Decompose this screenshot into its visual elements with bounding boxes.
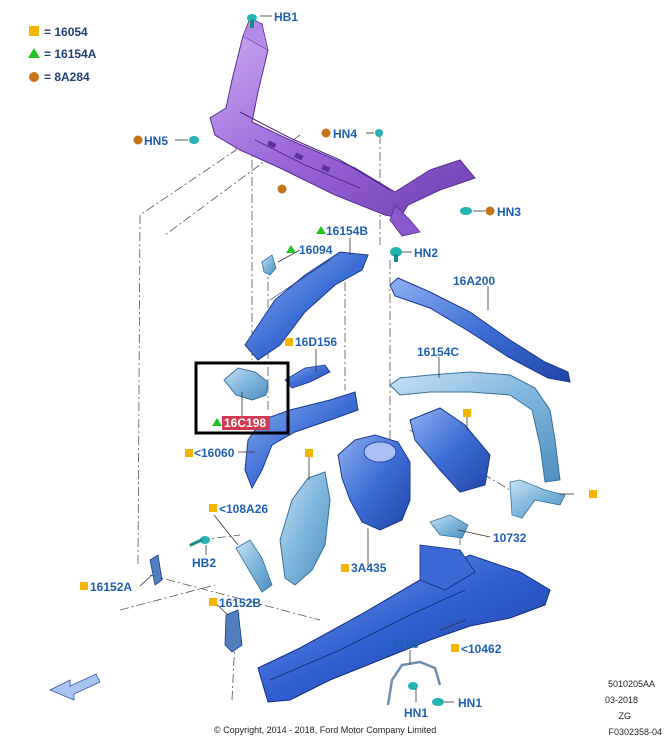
label-16a200: 16A200 [453,274,495,288]
label-16060: <16060 [194,446,235,460]
triangle-marker-icon [28,48,40,58]
bolt-icon [375,129,383,137]
upper-frame-part [209,17,476,237]
label-16c198: 16C198 [224,416,266,430]
label-3a435: 3A435 [351,561,387,575]
bracket-16152a-part [149,554,163,586]
fasteners [189,14,472,706]
triangle-marker-icon [212,418,222,426]
bracket-108a26-part [235,539,273,593]
square-marker-icon [463,409,471,417]
square-marker-icon [185,449,193,457]
leader-lines [139,15,574,703]
shock-tower-part [337,434,411,531]
rail-16a200-part [389,277,571,383]
square-marker-icon [305,449,313,457]
assembly-line [231,639,236,701]
square-marker-icon [29,26,39,36]
label-10462: <10462 [461,642,502,656]
bolt-icon [460,207,472,215]
label-hb2: HB2 [192,556,216,570]
circle-marker-icon [277,184,287,194]
label-16152b: 16152B [219,596,261,610]
label-hn4: HN4 [333,127,357,141]
copyright-text: © Copyright, 2014 - 2018, Ford Motor Com… [214,725,436,735]
highlight-label-background [222,416,270,430]
bolt-icon [247,14,257,28]
assembly-line [149,574,321,621]
square-marker-icon [285,338,293,346]
label-16152a: 16152A [90,580,132,594]
part-labels: HB1 HN5 HN4 HN3 16154B 16094 HN2 16A200 … [90,10,527,720]
bracket-16c198-part [223,367,269,401]
label-hn1-lower: HN1 [404,706,428,720]
bolt-icon [189,136,199,144]
frame-rail-part [257,544,551,703]
bracket-16154c-part [389,371,561,483]
bracket-10732-part [409,407,491,539]
square-marker-icon [80,582,88,590]
bracket-16152b-part [224,609,243,653]
circle-marker-icon [485,206,495,216]
square-marker-icon [341,564,349,572]
label-hn2: HN2 [414,246,438,260]
label-hn5: HN5 [144,134,168,148]
label-16d156: 16D156 [295,335,337,349]
info-line-2: 03-2018 [605,695,638,705]
bracket-right-part [509,479,566,519]
info-line-3: ZG [619,711,632,721]
assembly-line [119,584,216,611]
square-marker-icon [451,644,459,652]
apron-upper-part [244,251,369,361]
legend-label-16054: = 16054 [44,25,88,39]
label-16094: 16094 [299,243,333,257]
markers [80,128,597,652]
bolt-icon [408,682,418,690]
circle-marker-icon [321,128,331,138]
info-line-1: 5010205AA [608,679,655,689]
triangle-marker-icon [286,245,296,253]
legend-label-16154a: = 16154A [44,47,97,61]
triangle-marker-icon [316,226,326,234]
label-hb1: HB1 [274,10,298,24]
label-10732: 10732 [493,531,527,545]
label-8186: 8186 [392,637,419,651]
assembly-line [164,134,301,236]
legend: = 16054 = 16154A = 8A284 [28,25,97,84]
bolt-icon [189,536,210,547]
bracket-16094-part [261,254,277,276]
info-line-4: F0302358-04 [608,727,662,737]
assembly-lines [119,24,511,701]
circle-marker-icon [29,72,39,82]
label-16154c: 16154C [417,345,459,359]
inner-panel-part [279,471,331,586]
square-marker-icon [589,490,597,498]
bracket-16d156-part [284,364,331,389]
square-marker-icon [209,504,217,512]
circle-marker-icon [133,135,143,145]
label-108a26: <108A26 [219,502,268,516]
label-16154b: 16154B [326,224,368,238]
legend-label-8a284: = 8A284 [44,70,90,84]
label-hn1-right: HN1 [458,696,482,710]
drawing-info: 5010205AA 03-2018 ZG F0302358-04 [605,679,662,737]
label-hn3: HN3 [497,205,521,219]
bolt-icon [390,247,402,262]
highlight-box [194,361,290,435]
square-marker-icon [209,598,217,606]
assembly-line [137,130,237,566]
direction-arrow-icon [49,673,101,701]
bolt-icon [432,698,444,706]
hook-8186-part [386,660,442,706]
